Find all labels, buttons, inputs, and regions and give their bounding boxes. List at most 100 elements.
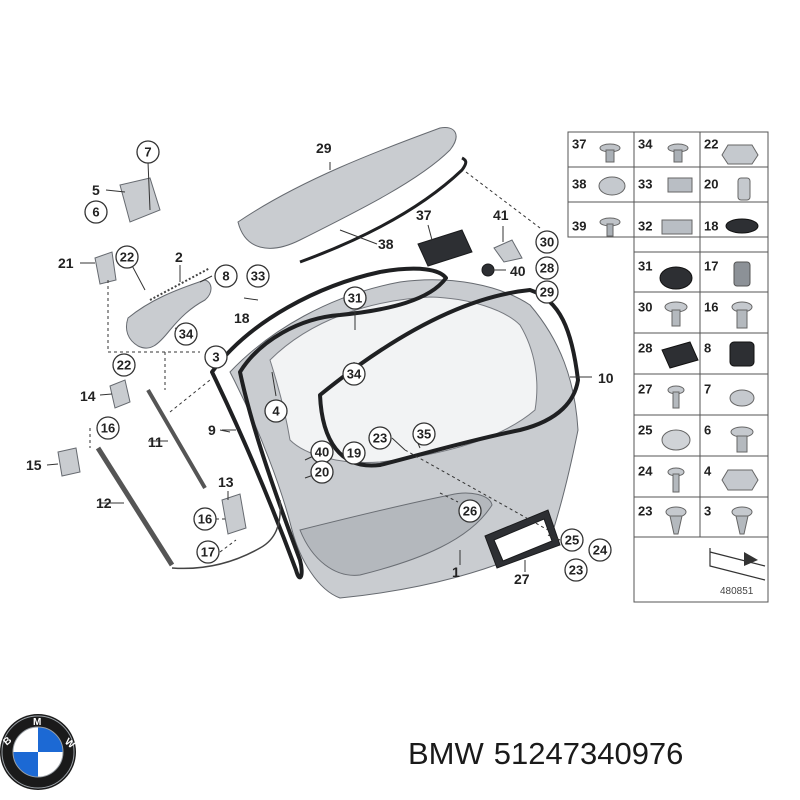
- svg-text:4: 4: [272, 404, 280, 419]
- callout-22-upper: 22: [115, 245, 139, 269]
- svg-text:23: 23: [373, 431, 387, 446]
- svg-text:7: 7: [144, 145, 151, 160]
- svg-text:24: 24: [593, 543, 608, 558]
- svg-text:35: 35: [417, 427, 431, 442]
- grid-label-37: 37: [572, 137, 586, 152]
- label-36: 38: [378, 236, 394, 252]
- part-caption: BMW 51247340976: [408, 736, 793, 772]
- label-13: 13: [218, 474, 234, 490]
- label-40: 40: [510, 263, 526, 279]
- callout-20: 20: [310, 460, 334, 484]
- svg-text:16: 16: [198, 512, 212, 527]
- latch-13: [221, 493, 247, 535]
- label-11: 11: [148, 434, 163, 450]
- bracket-14: [109, 379, 131, 409]
- svg-text:16: 16: [101, 421, 115, 436]
- spoiler-part: [237, 126, 457, 249]
- svg-text:26: 26: [463, 504, 477, 519]
- callout-7: 7: [136, 140, 160, 164]
- label-9: 9: [208, 422, 216, 438]
- callout-22-lower: 22: [112, 353, 136, 377]
- bmw-logo: B M W: [0, 714, 77, 790]
- svg-text:40: 40: [315, 445, 329, 460]
- clip-41: [493, 239, 523, 263]
- label-10: 10: [598, 370, 614, 386]
- window-opening: [269, 296, 538, 464]
- label-29: 29: [316, 140, 332, 156]
- grid-label-17: 17: [704, 259, 718, 274]
- label-26: 27: [514, 571, 530, 587]
- callouts: 7 6 22 8 33 34 3 22 4 16 16 17 40 20 19 …: [84, 140, 612, 582]
- grid-label-32: 32: [638, 219, 652, 234]
- callout-18: 19: [342, 441, 366, 465]
- grid-label-31: 31: [638, 259, 652, 274]
- callout-23: 23: [368, 426, 392, 450]
- label-14: 14: [80, 388, 96, 404]
- fastener-icons: [598, 143, 759, 535]
- frame-seal: [210, 266, 448, 580]
- grid-label-23: 23: [638, 504, 652, 519]
- grid-label-24: 24: [638, 464, 653, 479]
- bracket-21: [94, 251, 117, 285]
- grid-label-25: 25: [638, 423, 652, 438]
- callout-37: 34: [174, 322, 198, 346]
- svg-text:6: 6: [92, 205, 99, 220]
- grid-label-30: 30: [638, 300, 652, 315]
- callout-24: 23: [564, 558, 588, 582]
- gas-strut-11: [146, 388, 207, 490]
- grid-label-39: 39: [572, 219, 586, 234]
- brand-name: BMW: [408, 736, 484, 771]
- label-5: 5: [92, 182, 100, 198]
- grid-label-38: 38: [572, 177, 586, 192]
- grid-label-27: 27: [638, 382, 652, 397]
- label-35: 37: [416, 207, 432, 223]
- grid-label-28: 28: [638, 341, 652, 356]
- svg-text:31: 31: [348, 291, 362, 306]
- callout-8: 8: [214, 264, 238, 288]
- callout-4: 4: [264, 399, 288, 423]
- window-seal: [318, 288, 580, 468]
- lower-recess: [299, 492, 493, 576]
- grid-label-20: 20: [704, 177, 718, 192]
- svg-text:22: 22: [117, 358, 131, 373]
- callout-39: 40: [310, 440, 334, 464]
- svg-text:M: M: [33, 717, 41, 728]
- callout-27: 25: [560, 528, 584, 552]
- svg-text:3: 3: [212, 350, 219, 365]
- svg-text:34: 34: [179, 327, 194, 342]
- grid-label-8: 8: [704, 341, 711, 356]
- callout-28: 26: [458, 499, 482, 523]
- grid-label-33: 33: [638, 177, 652, 192]
- label-41: 41: [493, 207, 509, 223]
- callout-30: 28: [535, 256, 559, 280]
- svg-text:30: 30: [540, 235, 554, 250]
- grid-label-6: 6: [704, 423, 711, 438]
- gas-strut-12: [95, 446, 175, 567]
- svg-text:20: 20: [315, 465, 329, 480]
- label-19: 18: [234, 310, 250, 326]
- svg-text:29: 29: [540, 285, 554, 300]
- part-number: 51247340976: [493, 736, 684, 771]
- grid-label-22: 22: [704, 137, 718, 152]
- callout-3: 3: [204, 345, 228, 369]
- camera-housing: [417, 229, 473, 267]
- plain-labels: 5 21 2 18 14 11 9 15 12 13 29 38 37 41 4…: [26, 140, 614, 587]
- svg-text:34: 34: [347, 367, 362, 382]
- callout-17: 17: [196, 540, 220, 564]
- svg-text:19: 19: [347, 446, 361, 461]
- callout-16-latch: 16: [193, 507, 217, 531]
- release-cable: [171, 499, 282, 570]
- hinge-cover: [119, 177, 161, 223]
- svg-text:8: 8: [222, 269, 229, 284]
- hinge-spring: [149, 267, 211, 301]
- label-21: 21: [58, 255, 74, 271]
- callout-33: 31: [343, 286, 367, 310]
- callout-31: 29: [535, 280, 559, 304]
- svg-text:22: 22: [120, 250, 134, 265]
- callout-34-lower: 35: [412, 422, 436, 446]
- label-2: 2: [175, 249, 183, 265]
- callout-16-left: 16: [96, 416, 120, 440]
- grid-label-3: 3: [704, 504, 711, 519]
- svg-text:28: 28: [540, 261, 554, 276]
